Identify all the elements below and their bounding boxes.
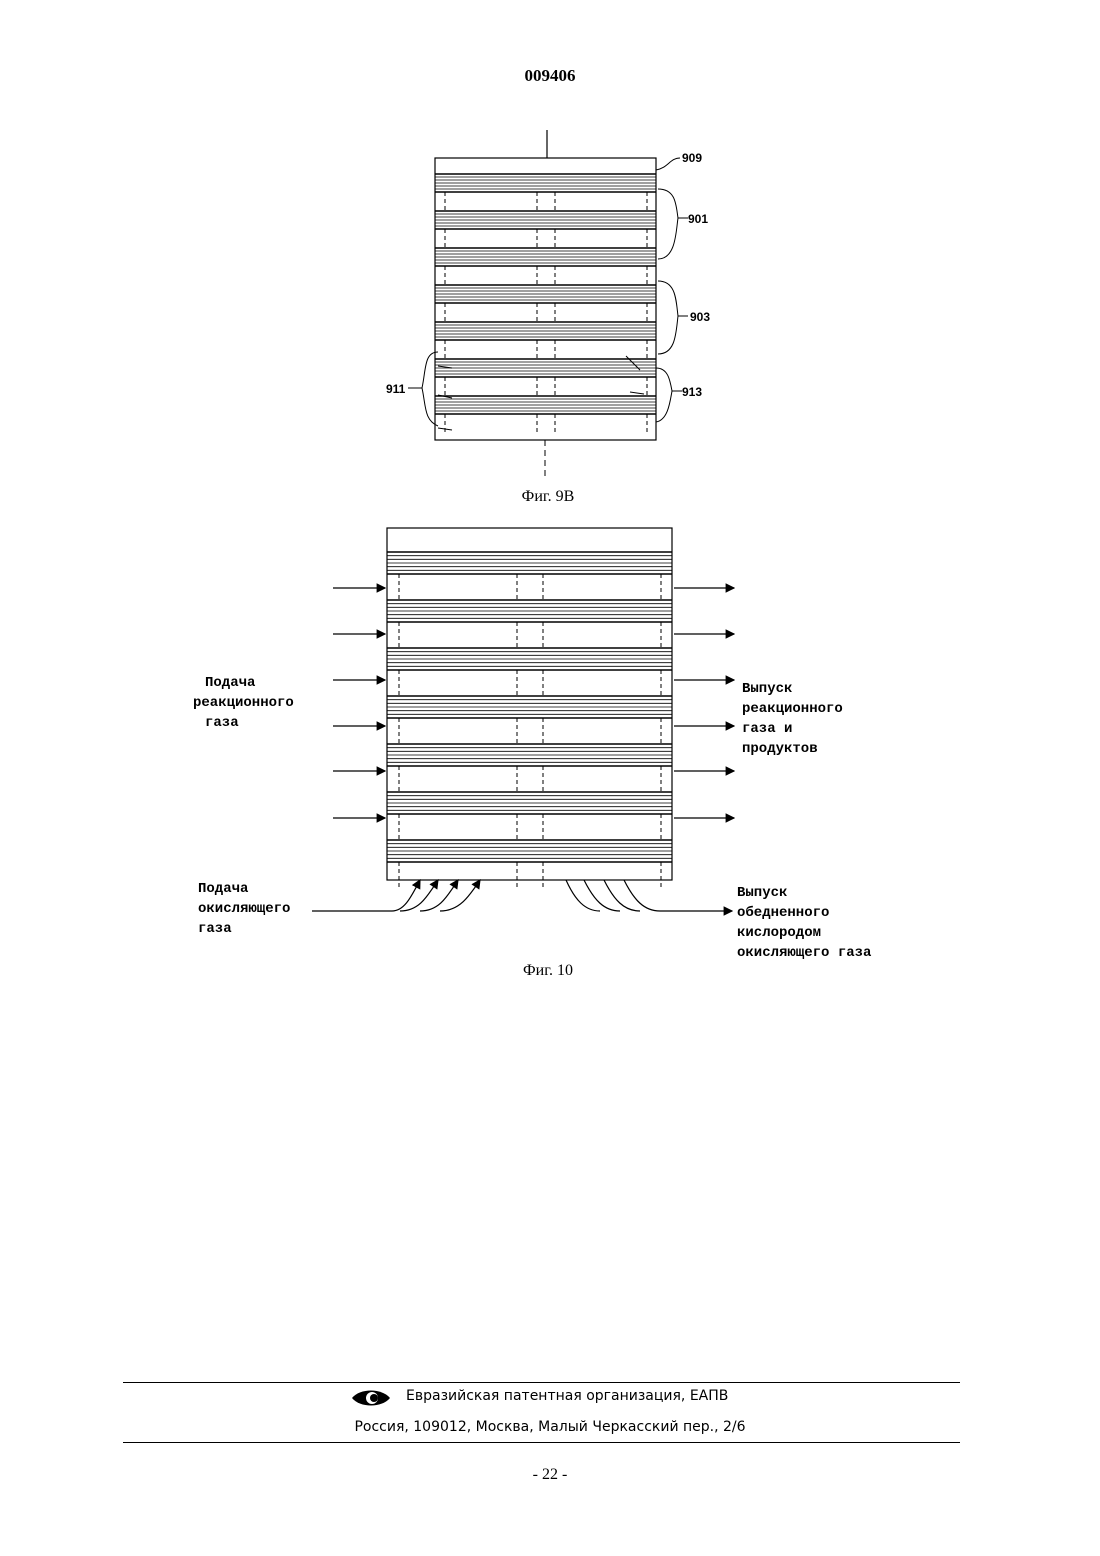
fig10-outline xyxy=(387,528,672,880)
figure-10-caption: Фиг. 10 xyxy=(448,962,648,980)
oxidant-outlet-curves xyxy=(566,880,732,911)
fig10-channel xyxy=(399,670,661,696)
footer-top-rule xyxy=(123,1382,960,1383)
footer-address: Россия, 109012, Москва, Малый Черкасский… xyxy=(0,1419,1100,1435)
eapo-eye-icon xyxy=(350,1386,394,1410)
footer-bottom-rule xyxy=(123,1442,960,1443)
oxidant-inlet-label: Подача окисляющего газа xyxy=(198,881,299,937)
fig10-plate-layer xyxy=(387,744,672,766)
fig10-plate-layer xyxy=(387,552,672,574)
fig10-channel xyxy=(399,718,661,744)
fig10-channel xyxy=(399,622,661,648)
page-number: - 22 - xyxy=(0,1466,1100,1484)
oxidant-inlet-curves xyxy=(312,880,480,911)
footer-org-name: Евразийская патентная организация, ЕАПВ xyxy=(406,1388,728,1404)
fig10-plate-layer xyxy=(387,696,672,718)
fig10-plate-layer xyxy=(387,840,672,862)
reaction-gas-outlet-label: Выпуск реакционного газа и продуктов xyxy=(742,681,851,757)
fig10-channel xyxy=(399,814,661,840)
fig10-plate-layer xyxy=(387,600,672,622)
oxidant-outlet-label: Выпуск обедненного кислородом окисляющег… xyxy=(737,885,872,961)
fig10-channel xyxy=(399,766,661,792)
reaction-gas-inlet-label: Подача реакционного газа xyxy=(193,675,302,731)
fig10-stack xyxy=(387,528,672,888)
fig10-channel xyxy=(399,862,661,888)
fig10-plate-layer xyxy=(387,792,672,814)
fig10-plate-layer xyxy=(387,648,672,670)
fig10-channel xyxy=(399,574,661,600)
